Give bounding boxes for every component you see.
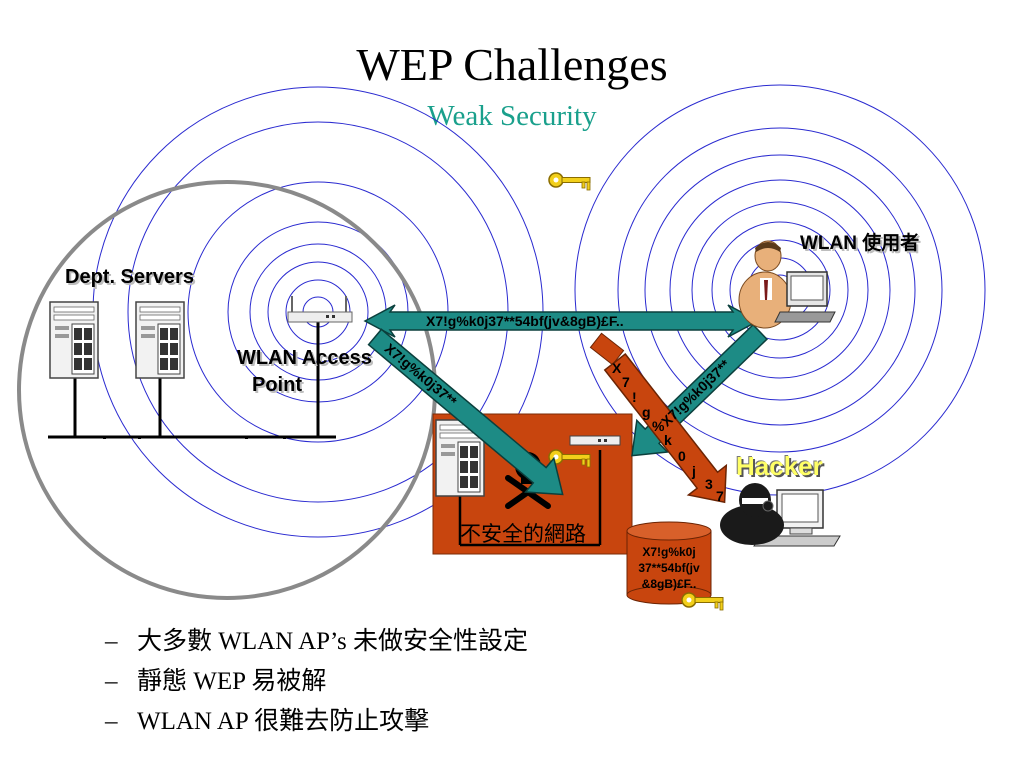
hacker-icon <box>720 483 841 547</box>
database-line: X7!g%k0j <box>642 545 696 559</box>
packet-arrow-left-diag <box>367 328 564 496</box>
lan-wiring <box>48 322 336 439</box>
access-point-icon <box>569 435 621 446</box>
server-icon <box>49 301 99 379</box>
page-title: WEP Challenges <box>356 39 668 90</box>
bullet-text: WLAN AP 很難去防止攻擊 <box>137 708 430 735</box>
bullet-text: 大多數 WLAN AP’s 未做安全性設定 <box>137 628 528 655</box>
key-icon <box>548 172 591 191</box>
cracking-char: g <box>642 404 651 420</box>
bullet-dash: – <box>105 668 118 695</box>
packet-text-top: X7!g%k0j37**54bf(jv&8gB)£F.. <box>426 313 624 329</box>
server-icon <box>135 301 185 379</box>
bullet-dash: – <box>105 628 118 655</box>
lan-boundary-circle <box>17 180 437 600</box>
access-point-label-line1: WLAN Access <box>237 347 372 369</box>
cracking-char: k <box>664 432 672 448</box>
dept-servers-label: Dept. Servers <box>65 266 194 288</box>
cracking-char: 7 <box>622 374 630 390</box>
hacker-label: Hacker <box>736 451 823 481</box>
cracking-arrow <box>589 332 728 504</box>
database-text: X7!g%k0j 37**54bf(jv &8gB)£F.. <box>636 544 702 592</box>
database-line: 37**54bf(jv <box>638 561 700 575</box>
cracking-char: ! <box>632 389 637 405</box>
list-item: –大多數 WLAN AP’s 未做安全性設定 <box>105 624 528 664</box>
cracking-char: % <box>652 418 665 434</box>
cracking-char: 0 <box>678 448 686 464</box>
wlan-user-label: WLAN 使用者 <box>800 233 920 254</box>
cracking-char: 3 <box>705 476 713 492</box>
list-item: –WLAN AP 很難去防止攻擊 <box>105 704 528 744</box>
cracking-char: 7 <box>716 488 724 504</box>
bullet-text: 靜態 WEP 易被解 <box>137 668 327 695</box>
bullet-dash: – <box>105 708 118 735</box>
list-item: –靜態 WEP 易被解 <box>105 664 528 704</box>
cracking-char: j <box>692 463 696 479</box>
access-point-icon <box>287 296 353 323</box>
database-line: &8gB)£F.. <box>641 577 697 591</box>
access-point-label-line2: Point <box>252 374 302 396</box>
database-icon <box>626 521 712 605</box>
cracking-char: X <box>612 360 622 376</box>
insecure-network-label: 不安全的網路 <box>460 522 586 546</box>
user-computer-icon <box>738 240 836 329</box>
bullet-list: –大多數 WLAN AP’s 未做安全性設定 –靜態 WEP 易被解 –WLAN… <box>105 624 528 744</box>
page-subtitle: Weak Security <box>427 100 597 132</box>
